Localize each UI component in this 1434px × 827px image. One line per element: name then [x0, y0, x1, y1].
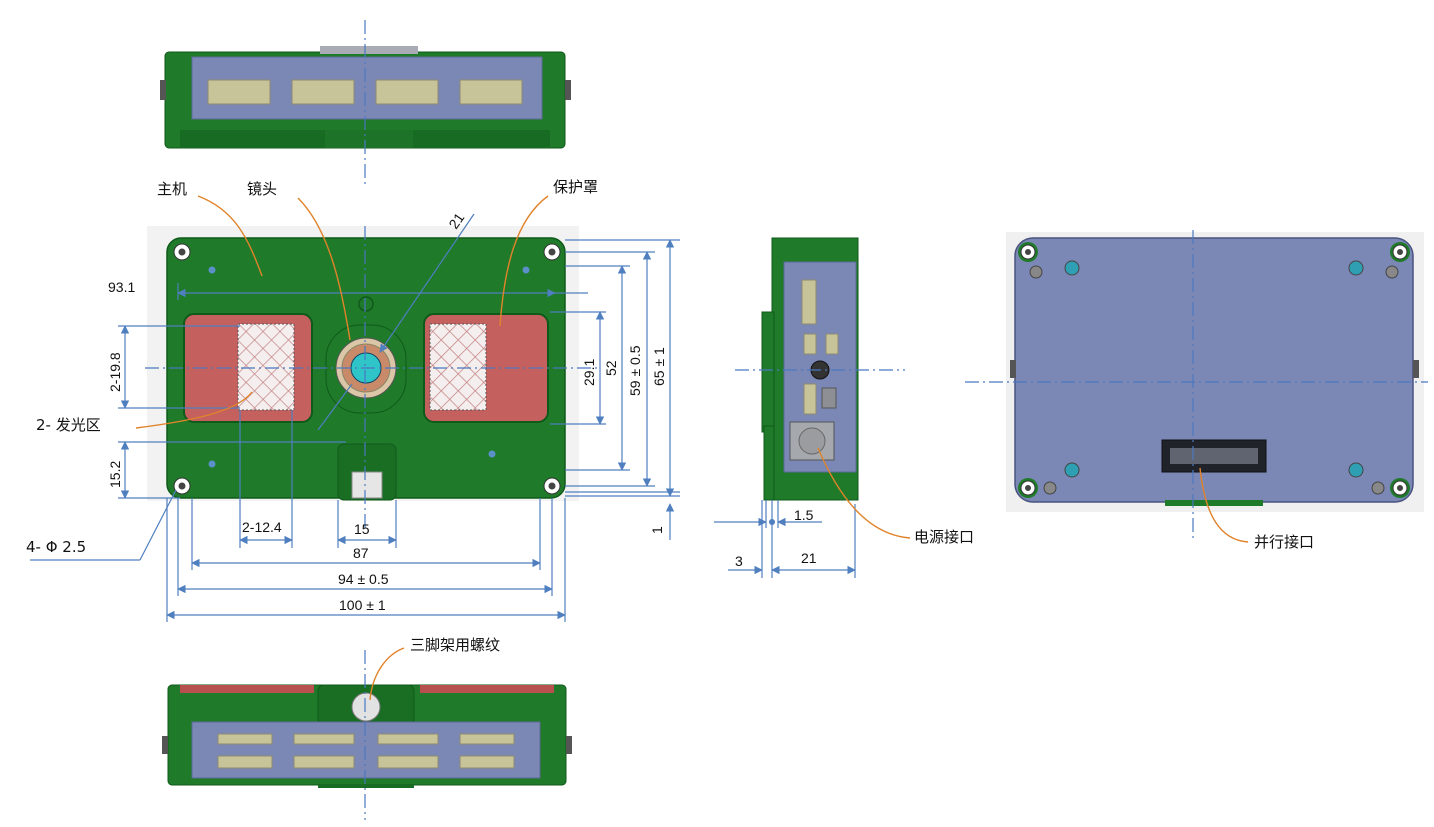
top-view	[160, 46, 571, 149]
label-lens: 镜头	[247, 180, 277, 198]
dim-93-1: 93.1	[108, 279, 135, 295]
dimension-lines	[30, 213, 856, 622]
label-cover: 保护罩	[553, 178, 598, 196]
dim-3: 3	[735, 553, 743, 569]
center-axes	[145, 20, 1428, 820]
side-view	[761, 237, 859, 501]
label-power: 电源接口	[914, 528, 974, 546]
text-labels: 主机 镜头 保护罩 2- 发光区 4- Φ 2.5 电源接口 并行接口 三脚架用…	[26, 178, 1314, 654]
front-view	[147, 226, 579, 501]
dim-15: 15	[354, 521, 370, 537]
dim-94: 94 ± 0.5	[338, 571, 389, 587]
dim-59: 59 ± 0.5	[627, 345, 643, 396]
label-hole: 4- Φ 2.5	[26, 538, 86, 556]
callout-leaders	[135, 195, 1249, 701]
dim-29-1: 29.1	[581, 359, 597, 386]
dim-2-19-8: 2-19.8	[107, 352, 123, 392]
dim-15-2: 15.2	[107, 461, 123, 488]
dim-65: 65 ± 1	[651, 347, 667, 386]
dim-52: 52	[603, 360, 619, 376]
dim-2-12-4: 2-12.4	[242, 519, 282, 535]
back-view	[1006, 232, 1424, 512]
dim-100: 100 ± 1	[339, 597, 386, 613]
label-host: 主机	[157, 180, 187, 198]
label-emit: 2- 发光区	[36, 416, 101, 434]
dim-21: 21	[801, 550, 817, 566]
bottom-view	[162, 684, 572, 788]
dim-1-5: 1.5	[794, 507, 814, 523]
label-parallel: 并行接口	[1254, 533, 1314, 551]
dim-1: 1	[649, 526, 665, 534]
dim-87: 87	[353, 545, 369, 561]
label-tripod: 三脚架用螺纹	[410, 636, 500, 654]
